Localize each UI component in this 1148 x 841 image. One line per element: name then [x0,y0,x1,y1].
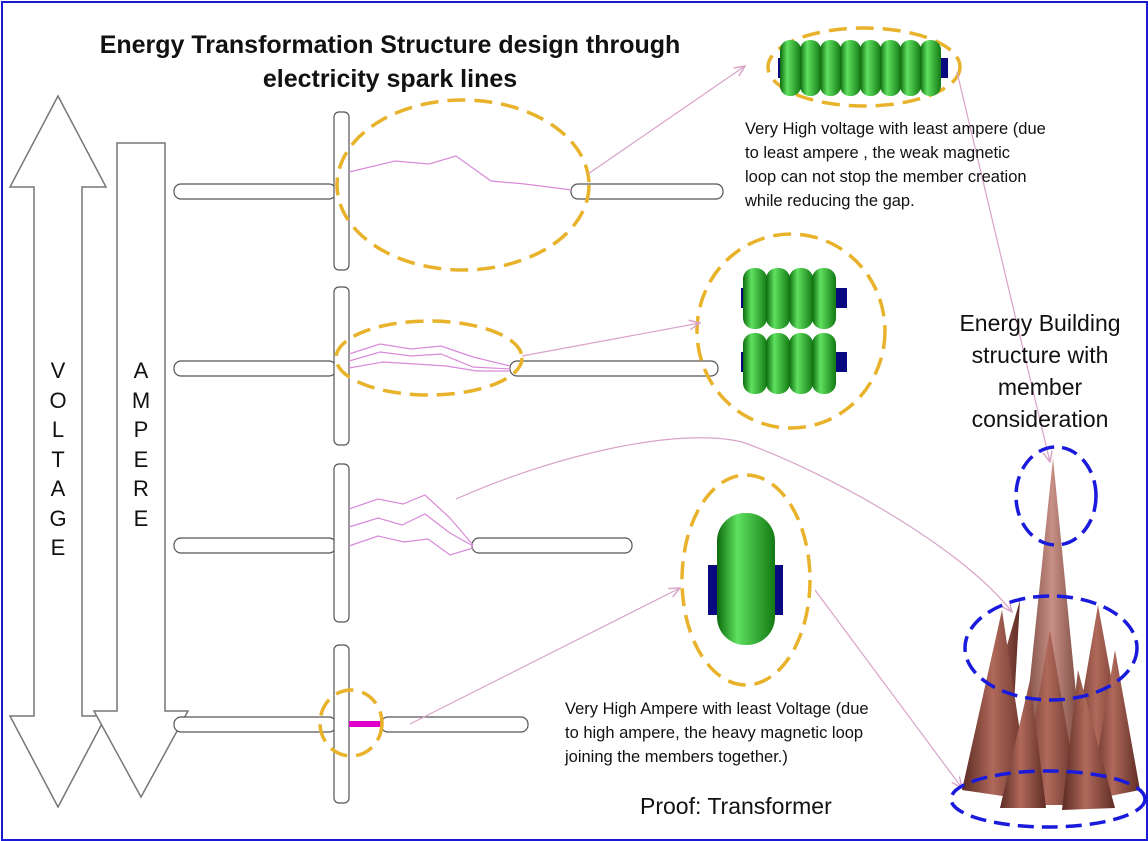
electrode-pair-row-1 [173,111,724,271]
contact-bridge [349,721,382,727]
title-line-2: electricity spark lines [262,65,518,93]
ampere-down-arrow-icon [92,142,190,799]
spark-lines [348,155,573,556]
proof-label: Proof: Transformer [640,793,832,819]
energy-building-title: Energy Building structure with member co… [940,307,1140,435]
electrode-pair-row-2 [173,286,719,446]
member-single-large [708,513,783,645]
cone-structure-icon [962,458,1140,810]
high-ampere-note: Very High Ampere with least Voltage (due… [565,700,869,766]
connector-arrows [409,66,1050,788]
voltage-label: V O L T A G E [49,358,67,560]
title-line-1: Energy Transformation Structure design t… [99,31,681,59]
electrode-pair-row-3 [173,463,633,623]
ampere-label: A M P E R E [131,358,151,531]
electrode-pair-row-4 [173,644,529,804]
member-cluster-top [778,40,948,96]
diagram-title: Energy Transformation Structure design t… [40,28,740,96]
energy-building-title-text: Energy Building structure with member co… [959,310,1121,432]
high-voltage-note: Very High voltage with least ampere (due… [745,120,1046,210]
voltage-double-arrow-icon [8,94,108,809]
gold-dashed-ellipses [318,26,962,758]
blue-dashed-ellipses [949,445,1147,829]
member-cluster-middle [741,268,847,394]
